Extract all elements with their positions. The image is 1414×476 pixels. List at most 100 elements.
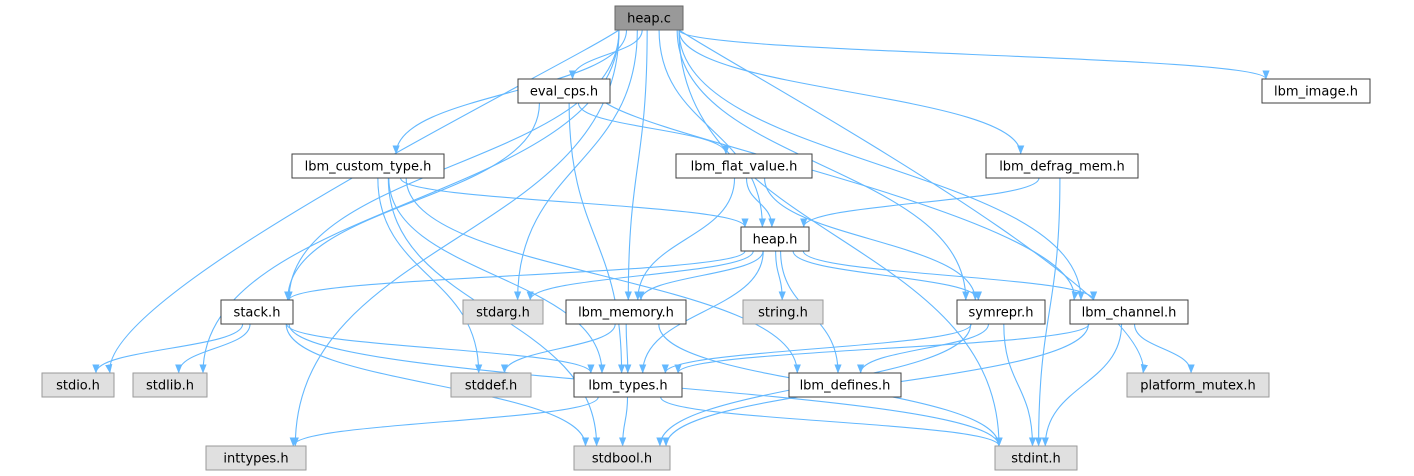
edge-heap-c-to-heap-h <box>658 29 766 228</box>
node-layer: heap.c eval_cps.h lbm_image.h lbm_custom_ty… <box>41 5 1371 471</box>
node-lbm-memory-h[interactable]: lbm_memory.h <box>565 299 687 325</box>
node-label: stdio.h <box>56 379 100 394</box>
edge-lbm-custom-type-h-to-lbm-defines-h <box>405 177 801 374</box>
node-label: lbm_defines.h <box>800 379 891 394</box>
edge-lbm-channel-h-to-platform-mutex-h <box>1133 323 1195 374</box>
node-inttypes-h: inttypes.h <box>205 445 307 471</box>
node-stack-h[interactable]: stack.h <box>220 299 294 325</box>
edge-heap-h-to-string-h <box>775 250 786 301</box>
node-box <box>462 299 544 325</box>
node-box <box>291 153 445 179</box>
node-lbm-types-h[interactable]: lbm_types.h <box>573 372 683 398</box>
node-label: lbm_types.h <box>588 379 667 394</box>
node-label: stdarg.h <box>476 306 530 321</box>
node-box <box>614 5 684 31</box>
node-lbm-flat-value-h[interactable]: lbm_flat_value.h <box>675 153 813 179</box>
node-eval-cps-h[interactable]: eval_cps.h <box>517 78 611 104</box>
edge-eval-cps-h-to-lbm-types-h <box>568 102 626 374</box>
node-stdlib-h: stdlib.h <box>132 372 208 398</box>
node-stdio-h: stdio.h <box>41 372 115 398</box>
edge-lbm-flat-value-h-to-symrepr-h <box>764 177 979 301</box>
node-label: heap.h <box>753 233 798 248</box>
edge-heap-h-to-lbm-memory-h <box>637 250 764 301</box>
node-label: lbm_image.h <box>1274 85 1358 100</box>
node-lbm-custom-type-h[interactable]: lbm_custom_type.h <box>291 153 445 179</box>
node-label: lbm_memory.h <box>578 306 674 321</box>
node-label: string.h <box>758 306 808 321</box>
node-box <box>220 299 294 325</box>
edge-heap-c-to-symrepr-h <box>676 29 970 301</box>
node-box <box>573 445 671 471</box>
node-label: platform_mutex.h <box>1140 379 1256 394</box>
edge-stack-h-to-lbm-types-h <box>286 323 595 374</box>
node-label: stddef.h <box>465 379 517 394</box>
node-box <box>675 153 813 179</box>
node-label: inttypes.h <box>223 452 288 467</box>
edge-lbm-defrag-mem-h-to-stdint-h <box>1035 177 1061 447</box>
node-stdbool-h: stdbool.h <box>573 445 671 471</box>
node-lbm-image-h[interactable]: lbm_image.h <box>1261 78 1371 104</box>
edge-heap-c-to-lbm-custom-type-h <box>392 29 628 155</box>
node-box <box>994 445 1078 471</box>
node-label: stdlib.h <box>146 379 194 394</box>
node-box <box>1069 299 1189 325</box>
node-lbm-channel-h[interactable]: lbm_channel.h <box>1069 299 1189 325</box>
node-label: lbm_defrag_mem.h <box>999 160 1125 175</box>
edge-lbm-custom-type-h-to-lbm-types-h <box>388 177 606 374</box>
node-box <box>956 299 1046 325</box>
edge-heap-h-to-stack-h <box>285 250 746 301</box>
edge-lbm-memory-h-to-stddef-h <box>500 323 616 374</box>
node-label: symrepr.h <box>969 306 1034 321</box>
edge-lbm-channel-h-to-lbm-types-h <box>674 323 1090 374</box>
edge-heap-h-to-lbm-types-h <box>639 250 764 374</box>
node-box <box>573 372 683 398</box>
node-box <box>517 78 611 104</box>
node-box <box>742 299 824 325</box>
node-stddef-h: stddef.h <box>450 372 532 398</box>
node-box <box>565 299 687 325</box>
edge-heap-c-to-inttypes-h <box>291 29 620 447</box>
node-box <box>788 372 902 398</box>
edge-lbm-types-h-to-stdbool-h <box>619 396 629 447</box>
node-heap-c[interactable]: heap.c <box>614 5 684 31</box>
node-label: stdint.h <box>1011 452 1060 467</box>
node-stdarg-h: stdarg.h <box>462 299 544 325</box>
node-platform-mutex-h: platform_mutex.h <box>1126 372 1270 398</box>
node-label: stack.h <box>234 306 281 321</box>
edge-heap-c-to-lbm-channel-h <box>678 29 1085 301</box>
edge-lbm-flat-value-h-to-lbm-memory-h <box>634 177 736 301</box>
node-box <box>41 372 115 398</box>
edge-lbm-channel-h-to-stdint-h <box>1041 323 1123 447</box>
edge-heap-c-to-eval-cps-h <box>568 29 643 80</box>
edge-lbm-memory-h-to-lbm-types-h <box>624 323 632 374</box>
edge-lbm-flat-value-h-to-heap-h <box>745 177 776 228</box>
node-box <box>450 372 532 398</box>
edge-heap-h-to-lbm-channel-h <box>802 250 1098 301</box>
node-string-h: string.h <box>742 299 824 325</box>
node-lbm-defines-h[interactable]: lbm_defines.h <box>788 372 902 398</box>
node-label: lbm_flat_value.h <box>691 160 798 175</box>
node-box <box>1126 372 1270 398</box>
edge-stack-h-to-stdlib-h <box>175 323 251 374</box>
edge-stack-h-to-stdio-h <box>92 323 244 374</box>
edge-heap-c-to-lbm-image-h <box>678 29 1270 80</box>
edge-symrepr-h-to-stdint-h <box>1003 323 1037 447</box>
edge-eval-cps-h-to-stack-h <box>284 102 540 301</box>
node-lbm-defrag-mem-h[interactable]: lbm_defrag_mem.h <box>985 153 1139 179</box>
edge-symrepr-h-to-lbm-defines-h <box>857 323 990 374</box>
node-box <box>985 153 1139 179</box>
edge-heap-h-to-symrepr-h <box>792 250 982 301</box>
node-label: lbm_custom_type.h <box>305 160 432 175</box>
edge-heap-c-to-platform-mutex-h <box>678 29 1148 374</box>
node-label: eval_cps.h <box>530 85 598 100</box>
node-heap-h[interactable]: heap.h <box>740 226 810 252</box>
edge-stack-h-to-stdbool-h <box>285 323 590 447</box>
node-label: heap.c <box>627 12 671 27</box>
edge-heap-c-to-lbm-defrag-mem-h <box>678 29 1025 155</box>
edge-lbm-types-h-to-stdint-h <box>660 396 1003 447</box>
edge-heap-c-to-stdarg-h <box>514 29 638 301</box>
node-box <box>132 372 208 398</box>
edge-lbm-defrag-mem-h-to-heap-h <box>800 177 1040 228</box>
node-symrepr-h[interactable]: symrepr.h <box>956 299 1046 325</box>
